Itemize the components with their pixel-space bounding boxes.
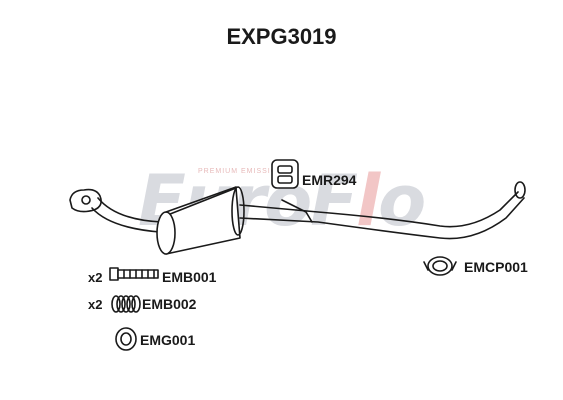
mounting-rubber-label: EMR294 xyxy=(302,172,357,188)
bolt-icon xyxy=(109,267,159,281)
clamp-label: EMCP001 xyxy=(464,259,528,275)
silencer xyxy=(156,186,245,255)
gasket-label: EMG001 xyxy=(140,332,196,348)
spring-icon xyxy=(111,295,141,313)
part-number-title: EXPG3019 xyxy=(226,24,337,49)
clamp-icon xyxy=(423,256,457,276)
inlet-flange xyxy=(69,188,102,213)
inlet-pipe xyxy=(91,197,163,233)
hanger-rod xyxy=(281,199,313,223)
outlet-end xyxy=(514,181,526,199)
gasket-icon xyxy=(115,327,137,351)
bolt-quantity: x2 xyxy=(88,270,103,285)
main-pipe xyxy=(239,191,519,228)
bolt-label: EMB001 xyxy=(162,269,217,285)
brand-watermark-tagline: PREMIUM EMISSION xyxy=(198,168,284,175)
spring-quantity: x2 xyxy=(88,297,103,312)
spring-label: EMB002 xyxy=(142,296,197,312)
mounting-rubber-icon xyxy=(271,159,299,189)
